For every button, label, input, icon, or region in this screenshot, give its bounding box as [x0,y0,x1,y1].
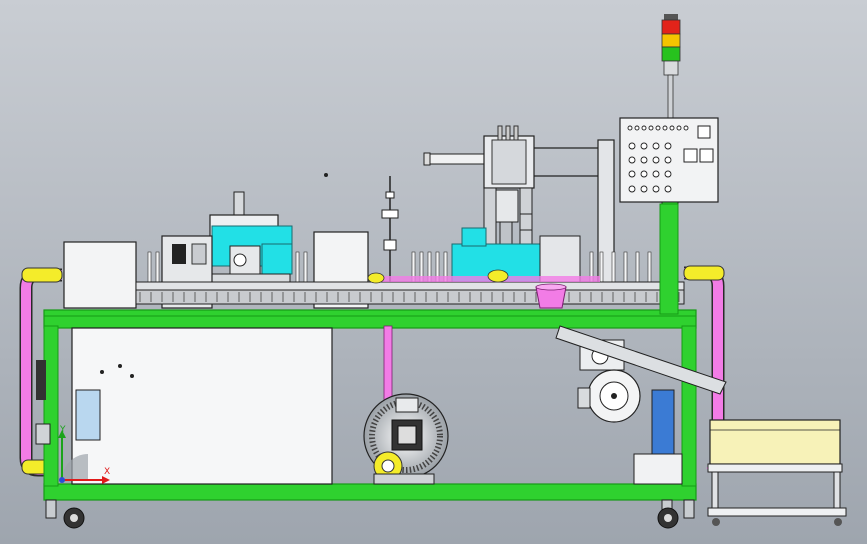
guide-rod [623,251,628,287]
x-axis-label: X [104,467,110,477]
y-axis-label: Y [59,425,66,435]
collection-crate [707,419,847,526]
blower-fan-icon [363,393,449,485]
gantry-foot-block [519,213,533,231]
panel-button [640,142,648,150]
guide-rod [599,251,604,287]
panel-button [676,125,682,131]
panel-button [664,170,672,178]
yellow-roller-left [367,272,385,284]
panel-button [648,125,654,131]
left-pipe-elbow-top [21,267,63,283]
right-pipe-elbow [683,265,725,281]
panel-button [655,125,661,131]
blue-upright-panel [651,389,675,455]
guide-rod [155,251,160,287]
left-feeder-tower [209,191,293,289]
guide-rod [295,251,300,287]
panel-button [640,156,648,164]
panel-button [664,185,672,193]
left-side-valve [35,423,51,445]
left-inlet-box [63,241,137,309]
panel-button [628,156,636,164]
panel-button [652,185,660,193]
lower-right-box [633,453,683,485]
guide-rod [611,251,616,287]
panel-button [683,125,689,131]
green-machine-frame [43,203,697,501]
guide-rod [303,251,308,287]
panel-button [652,170,660,178]
panel-button [664,142,672,150]
control-panel-buttons [627,125,689,193]
lower-cabinet [71,327,333,485]
cabinet-fan-panel [75,389,101,441]
signal-tower-icon [661,14,681,121]
left-vacuum-pipe [19,267,63,477]
left-side-bracket [36,360,46,400]
panel-button [669,125,675,131]
panel-button [640,185,648,193]
electrical-box-switch [191,243,207,265]
motor-icon [577,339,641,423]
panel-button [628,142,636,150]
guide-rods [147,251,652,287]
panel-button [634,125,640,131]
guide-rod [647,251,652,287]
yellow-roller [487,269,509,283]
panel-button [627,125,633,131]
panel-button [628,185,636,193]
electrical-box-display [172,244,186,264]
control-panel-icon [619,117,719,213]
panel-button [628,170,636,178]
right-cyan-block-top [461,227,487,247]
panel-button [662,125,668,131]
panel-button [640,170,648,178]
caster-wheel-icon [45,499,695,529]
guide-rod [147,251,152,287]
panel-button [652,156,660,164]
discharge-chute [555,325,727,395]
panel-button [641,125,647,131]
axis-triad-icon: Y X [58,425,110,484]
guide-rod [635,251,640,287]
panel-button [652,142,660,150]
panel-button [664,156,672,164]
